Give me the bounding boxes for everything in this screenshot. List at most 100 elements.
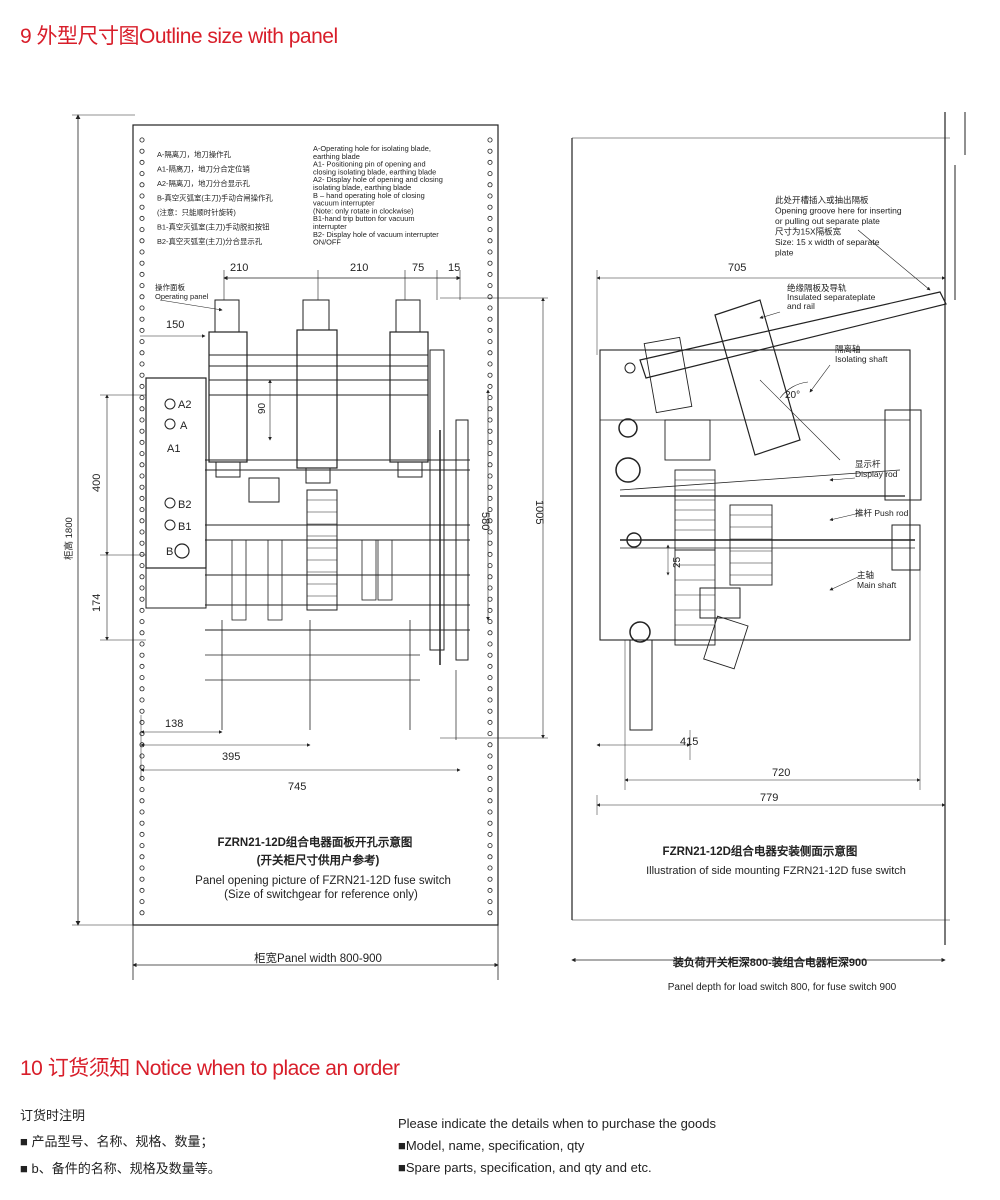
legend-line: plate: [775, 248, 794, 258]
mounting-hole: [139, 820, 145, 826]
dim-25: 25: [672, 556, 683, 568]
front-view: [72, 114, 548, 980]
rail-en-2: and rail: [787, 301, 815, 311]
mounting-hole: [487, 787, 493, 793]
dim-138: 138: [165, 718, 183, 730]
mounting-hole: [139, 428, 145, 434]
mounting-holes-right: [487, 137, 493, 916]
push-rod: 推杆 Push rod: [855, 508, 909, 518]
front-caption-cn-note: (开关柜尺寸供用户参考): [257, 853, 380, 867]
mounting-hole: [139, 339, 145, 345]
mounting-hole: [487, 484, 493, 490]
dim-580: 580: [479, 512, 491, 530]
mounting-hole: [487, 585, 493, 591]
mounting-hole: [139, 607, 145, 613]
mounting-hole: [487, 204, 493, 210]
side-view: [571, 112, 966, 963]
mounting-hole: [139, 350, 145, 356]
mounting-hole: [139, 148, 145, 154]
panel-outline: [132, 124, 499, 926]
panel-width-label: 柜宽Panel width 800-900: [254, 951, 382, 965]
mounting-hole: [139, 316, 145, 322]
dim-745: 745: [288, 781, 306, 793]
legend-line: isolating blade, earthing blade: [313, 183, 411, 192]
mounting-hole: [487, 675, 493, 681]
mounting-hole: [487, 899, 493, 905]
mounting-hole: [487, 697, 493, 703]
mounting-hole: [139, 462, 145, 468]
mounting-hole: [487, 798, 493, 804]
mounting-hole: [487, 451, 493, 457]
mounting-hole: [139, 719, 145, 725]
mounting-hole: [487, 462, 493, 468]
mounting-hole: [139, 708, 145, 714]
label-a: A: [180, 420, 188, 432]
order-cn-item-1: ■ 产品型号、名称、规格、数量；: [20, 1134, 214, 1149]
legend-line: A1-隔离刀，地刀分合定位销: [157, 165, 250, 174]
mounting-hole: [487, 529, 493, 535]
mounting-hole: [139, 406, 145, 412]
legend-line: (注意：只能顺时针旋转): [157, 208, 236, 217]
mounting-hole: [139, 630, 145, 636]
dim-210-right: 210: [350, 262, 368, 274]
mounting-hole: [487, 641, 493, 647]
mounting-hole: [139, 787, 145, 793]
mounting-hole: [487, 439, 493, 445]
side-caption-en: Illustration of side mounting FZRN21-12D…: [646, 865, 906, 877]
label-b: B: [166, 546, 173, 558]
mounting-hole: [487, 283, 493, 289]
legend-line: vacuum interrupter: [313, 199, 375, 208]
legend-line: earthing blade: [313, 152, 360, 161]
mounting-hole: [487, 663, 493, 669]
legend-line: (Note: only rotate in clockwise): [313, 206, 414, 215]
mounting-hole: [139, 518, 145, 524]
mounting-hole: [139, 383, 145, 389]
mounting-hole: [487, 406, 493, 412]
dim-90: 90: [257, 402, 268, 414]
mounting-hole: [139, 495, 145, 501]
isolating-shaft-en: Isolating shaft: [835, 354, 888, 364]
mounting-hole: [487, 361, 493, 367]
mounting-hole: [139, 182, 145, 188]
mounting-hole: [487, 339, 493, 345]
dim-height-1800: 柜高 1800: [63, 517, 75, 560]
mounting-hole: [487, 764, 493, 770]
mounting-hole: [139, 294, 145, 300]
mounting-hole: [139, 327, 145, 333]
mounting-hole: [487, 753, 493, 759]
mounting-hole: [139, 854, 145, 860]
mounting-hole: [487, 574, 493, 580]
front-caption-cn: FZRN21-12D组合电器面板开孔示意图: [218, 835, 413, 849]
mounting-hole: [487, 316, 493, 322]
mounting-hole: [139, 663, 145, 669]
label-b2: B2: [178, 499, 191, 511]
legend-line: B2-真空灭弧室(主刀)分合显示孔: [157, 237, 263, 246]
dim-705: 705: [728, 262, 746, 274]
mounting-hole: [139, 372, 145, 378]
rail-cn: 绝缘隔板及导轨: [787, 283, 847, 293]
mounting-hole: [139, 775, 145, 781]
legend-line: 此处开槽插入或抽出隔板: [775, 195, 869, 205]
mounting-hole: [487, 686, 493, 692]
legend-line: closing isolating blade, earthing blade: [313, 167, 436, 176]
dim-174: 174: [91, 594, 103, 612]
mounting-hole: [487, 271, 493, 277]
section-10-title: 10 订货须知 Notice when to place an order: [20, 1057, 400, 1080]
mounting-hole: [487, 417, 493, 423]
isolating-shaft-cn: 隔离轴: [835, 344, 861, 354]
legend-line: 尺寸为15X隔板宽: [775, 227, 842, 237]
mounting-hole: [487, 473, 493, 479]
mounting-hole: [139, 361, 145, 367]
mounting-hole: [139, 238, 145, 244]
mounting-hole: [487, 563, 493, 569]
mounting-hole: [487, 809, 493, 815]
mounting-hole: [487, 619, 493, 625]
legend-line: A2- Display hole of opening and closing: [313, 175, 443, 184]
order-en-item-2: ■Spare parts, specification, and qty and…: [398, 1160, 652, 1175]
mounting-hole: [139, 876, 145, 882]
legend-line: B – hand operating hole of closing: [313, 191, 425, 200]
operating-panel-en: Operating panel: [155, 292, 209, 301]
mounting-hole: [139, 753, 145, 759]
mounting-hole: [139, 283, 145, 289]
